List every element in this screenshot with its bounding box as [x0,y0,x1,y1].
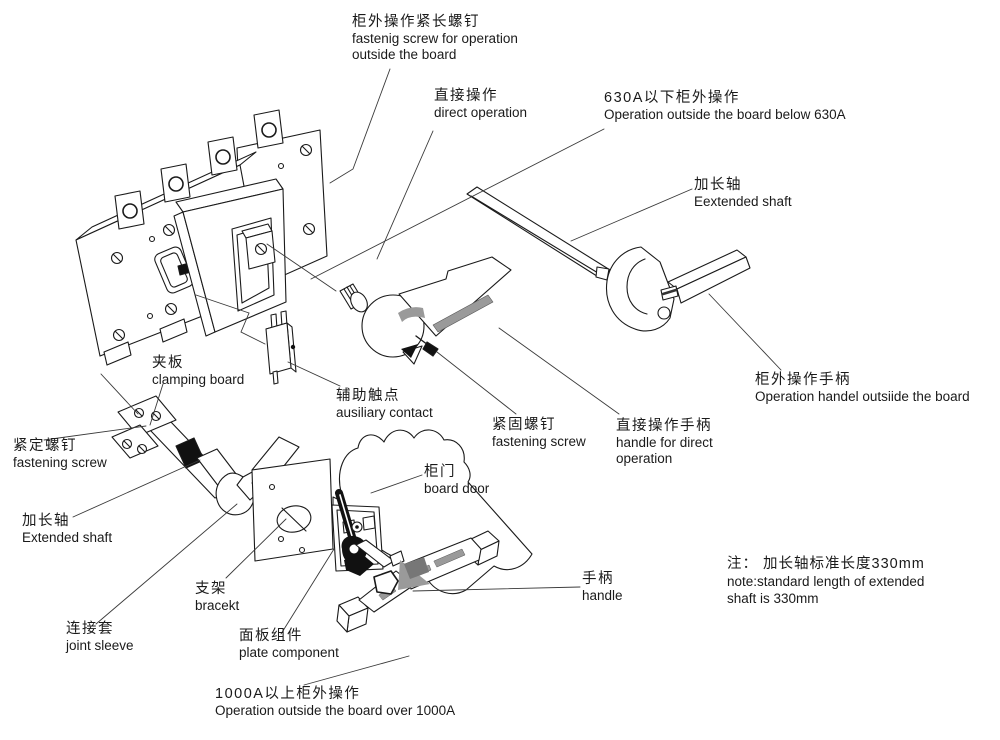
auxiliary-contact-drawing [265,310,297,385]
leader-board-door [370,474,423,494]
bracket-drawing [251,436,343,562]
leader-handle [412,586,581,592]
label-extended-shaft-right: 加长轴 Eextended shaft [694,177,792,210]
label-fastening-screw-outside: 柜外操作紧长螺钉 fastenig screw for operation ou… [352,14,518,62]
label-over-1000a-en: Operation outside the board over 1000A [215,703,456,718]
label-clamping-board-en: clamping board [152,372,245,387]
label-joint-sleeve-en: joint sleeve [66,638,134,653]
label-fastening-screw-left-en: fastening screw [13,455,107,470]
label-bracket: 支架 bracekt [195,581,239,614]
label-extended-shaft-right-zh: 加长轴 [694,177,742,193]
label-operation-handle-outside: 柜外操作手柄 Operation handel outsiide the boa… [755,372,970,405]
label-direct-operation-en: direct operation [434,105,528,120]
label-handle-zh: 手柄 [582,571,614,587]
label-auxiliary-contact-en: ausiliary contact [336,405,433,420]
label-over-1000a-zh: 1000A以上柜外操作 [215,686,361,702]
label-clamping-board: 夹板 clamping board [152,355,244,388]
label-extended-shaft-left-en: Extended shaft [22,530,113,545]
note-standard-length-en: note:standard length of extended [727,574,925,589]
label-handle-direct-operation-zh: 直接操作手柄 [616,418,712,434]
leader-lines [43,68,782,686]
leader-operation-handle-outside [708,293,782,371]
label-auxiliary-contact-zh: 辅助触点 [336,388,400,404]
label-operation-handle-outside-zh: 柜外操作手柄 [755,372,851,388]
label-extended-shaft-left-zh: 加长轴 [22,513,70,529]
label-handle-direct-operation: 直接操作手柄 handle for direct operation [616,418,713,466]
label-below-630a: 630A以下柜外操作 Operation outside the board b… [604,90,846,123]
label-below-630a-en: Operation outside the board below 630A [604,107,846,122]
leader-handle-direct-operation [498,327,620,415]
label-fastening-screw-left: 紧定螺钉 fastening screw [13,438,107,471]
label-joint-sleeve-zh: 连接套 [66,621,114,637]
leader-direct-operation [376,130,434,260]
label-handle: 手柄 handle [582,571,623,604]
pull-handle-drawing [336,530,500,633]
note-standard-length: 注： 加长轴标准长度330mm note:standard length of … [727,556,925,607]
note-standard-length-zh: 注： 加长轴标准长度330mm [727,556,925,572]
label-plate-component: 面板组件 plate component [239,628,339,661]
label-direct-operation-zh: 直接操作 [434,88,498,104]
extended-shaft-thin-drawing [466,186,611,281]
label-fastening-screw-left-zh: 紧定螺钉 [13,438,77,454]
leader-joint-sleeve [95,503,238,625]
label-joint-sleeve: 连接套 joint sleeve [66,621,134,654]
clamping-assembly-drawing [111,395,263,516]
label-bracket-zh: 支架 [195,581,227,597]
label-handle-direct-operation-en2: operation [616,450,673,466]
leader-fastening-screw-mid [436,351,517,415]
axis-line-switch-to-knob [266,243,337,292]
label-plate-component-en: plate component [239,645,339,660]
label-operation-handle-outside-en: Operation handel outsiide the board [755,389,970,404]
label-board-door-zh: 柜门 [424,464,456,480]
label-fastening-screw-outside-en: fastenig screw for operation [352,31,518,46]
label-fastening-screw-mid-zh: 紧固螺钉 [492,417,556,433]
direct-operation-handle-drawing [361,256,512,365]
leader-fastening-screw-left [43,425,147,441]
label-extended-shaft-left: 加长轴 Extended shaft [22,513,112,546]
leader-auxiliary-contact [287,361,341,387]
terminal-tabs [114,109,284,230]
switch-body-drawing [75,109,328,366]
label-direct-operation: 直接操作 direct operation [434,88,527,121]
label-bracket-en: bracekt [195,598,240,613]
operation-knob-drawing [339,283,368,313]
label-extended-shaft-right-en: Eextended shaft [694,194,792,209]
label-auxiliary-contact: 辅助触点 ausiliary contact [336,388,433,421]
label-handle-en: handle [582,588,623,603]
axis-line-clamp [100,373,139,415]
label-board-door: 柜门 board door [424,464,489,497]
note-standard-length-en2: shaft is 330mm [727,591,819,606]
label-board-door-en: board door [424,481,490,496]
leader-over-1000a [303,655,410,686]
plate-component-drawing [331,489,405,576]
label-clamping-board-zh: 夹板 [152,355,184,371]
leader-extended-shaft-right [570,188,693,242]
leader-bracket [225,518,287,579]
label-fastening-screw-mid: 紧固螺钉 fastening screw [492,417,586,450]
label-below-630a-zh: 630A以下柜外操作 [604,90,740,106]
label-fastening-screw-outside-zh: 柜外操作紧长螺钉 [352,14,480,30]
label-fastening-screw-outside-en2: outside the board [352,46,457,62]
leader-plate-component [280,548,335,635]
label-over-1000a: 1000A以上柜外操作 Operation outside the board … [215,686,455,719]
leader-below-630a [310,128,605,280]
outside-operation-handle-drawing [605,246,751,332]
leader-clamping-board [149,383,164,426]
axis-line-aux-contact [195,294,266,345]
label-handle-direct-operation-en: handle for direct [616,435,713,450]
leader-fastening-screw-outside [329,68,391,184]
label-plate-component-zh: 面板组件 [239,628,303,644]
leader-extended-shaft-left [72,459,201,518]
label-fastening-screw-mid-en: fastening screw [492,434,586,449]
